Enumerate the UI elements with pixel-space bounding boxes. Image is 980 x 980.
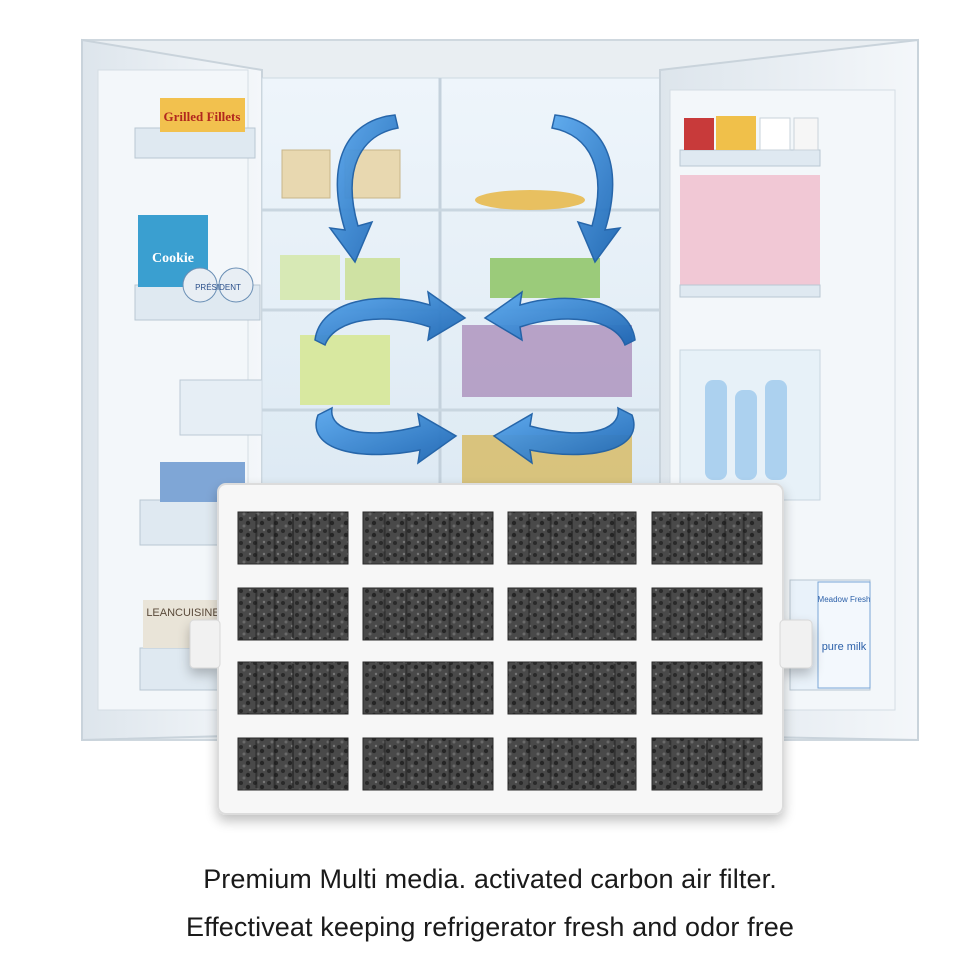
refrigerator-air-filter-scene: Grilled Fillets Cookie PRÉSIDENT LEANCUI… [81,38,919,815]
airflow-arrows [314,114,636,465]
arrow-left-middle-icon [483,290,636,347]
caption-line-1: Premium Multi media. activated carbon ai… [203,864,777,894]
refrigerator: Grilled Fillets Cookie PRÉSIDENT LEANCUI… [81,38,919,742]
president-label: PRÉSIDENT [195,283,241,292]
filter-tab-left [189,619,221,669]
filter-carbon-cells [237,511,763,791]
cookie-label: Cookie [152,251,194,266]
leancuisine-label: LEANCUISINE [146,607,219,619]
filter-tab-right [779,619,813,669]
milk-product-label: pure milk [822,641,867,653]
carbon-air-filter [189,483,813,815]
arrow-right-bottom-icon [315,406,458,465]
arrow-right-middle-icon [314,290,467,347]
arrow-down-left-icon [328,114,399,264]
arrow-down-right-icon [551,114,622,264]
grilled-fillets-label: Grilled Fillets [164,109,241,124]
caption-line-2: Effectiveat keeping refrigerator fresh a… [185,912,795,942]
arrow-left-bottom-icon [492,406,635,465]
milk-brand-label: Meadow Fresh [818,595,871,604]
grilled-fillets-box [160,98,245,132]
